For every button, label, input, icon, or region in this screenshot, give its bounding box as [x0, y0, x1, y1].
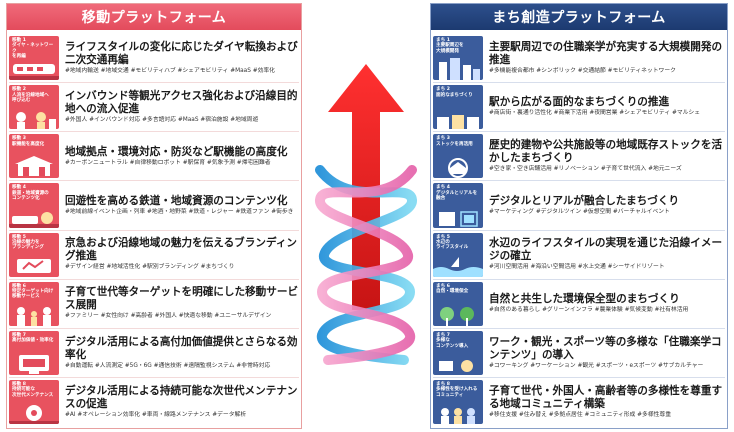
item-tags: #多機能複合都市 #シンボリック #交通結節 #モビリティネットワーク — [489, 67, 676, 74]
item-tags: #商店街・裏通り活性化 #商業下活用 #夜間営業 #シェアモビリティ #マルシェ — [489, 110, 701, 117]
item-tags: #自動運転 #人流測定 #5G・6G #通信技術 #遠隔監視システム #非常時対… — [65, 362, 271, 369]
town-creation-platform-header: まち創造プラットフォーム — [431, 4, 727, 30]
item-tags: #空き家・空き店舗活用 #リノベーション #子育て世代流入 #地元ニーズ — [489, 166, 682, 173]
item-title: 地域拠点・環境対応・防災など駅機能の高度化 — [65, 145, 288, 158]
item-title: デジタル活用による持続可能な次世代メンテナンスの促進 — [65, 384, 298, 410]
item-tags: #AI #オペレーション効率化 #車両・線路メンテナンス #データ解析 — [65, 411, 247, 418]
item-title: デジタルとリアルが融合したまちづくり — [489, 194, 680, 207]
item-title: 駅から広がる面的なまちづくりの推進 — [489, 96, 670, 109]
item-title: 水辺のライフスタイルの実現を通じた沿線イメージの確立 — [489, 237, 723, 263]
item-title: 回遊性を高める鉄道・地域資源のコンテンツ化 — [65, 194, 288, 207]
item-tags: #ファミリー #女性向け #高齢者 #外国人 #快適な移動 #ユニーサルデザイン — [65, 313, 272, 320]
item-tags: #カーボンニュートラル #自律移動ロボット #駅保育 #気象予測 #帰宅困難者 — [65, 159, 271, 166]
item-tags: #地域内輸送 #地域交通 #モビリティハブ #シェアモビリティ #MaaS #効… — [65, 67, 275, 74]
spiral-ribbon-icon — [315, 165, 417, 365]
item-tags: #デザイン経営 #地域活性化 #駅別ブランディング #まちづくり — [65, 264, 235, 271]
item-title: 歴史的建物や公共施設等の地域既存ストックを活かしたまちづくり — [489, 139, 723, 165]
item-tags: #コワーキング #ワーケーション #観光 #スポーツ・eスポーツ #サブカルチャ… — [489, 362, 704, 369]
upward-arrow-spiral — [315, 64, 417, 365]
mobility-platform-header: 移動プラットフォーム — [7, 4, 301, 30]
item-tags: #マーケティング #デジタルツイン #仮想空間 #バーチャルイベント — [489, 208, 670, 215]
item-title: 子育て世代等ターゲットを明確にした移動サービス展開 — [65, 286, 299, 312]
item-title: 子育て世代・外国人・高齢者等の多様性を尊重する地域コミュニティ構築 — [489, 384, 723, 410]
item-title: デジタル活用による高付加価値提供とさらなる効率化 — [65, 335, 298, 361]
item-tags: #地域前線イベント企画・列車 #地酒・地野菜 #鉄道・レジャー #鉄道ファン #… — [65, 208, 294, 215]
item-tags: #移住支援 #住み替え #多拠点居住 #コミュニティ形成 #多様性尊重 — [489, 411, 672, 418]
item-title: 自然と共生した環境保全型のまちづくり — [489, 292, 680, 305]
item-title: 京急および沿線地域の魅力を伝えるブランディング推進 — [65, 237, 298, 263]
item-title: インバウンド等観光アクセス強化および沿線目的地への流入促進 — [65, 89, 298, 115]
item-tags: #河川空間活用 #海沿い空間活用 #水上交通 #シーサイドリゾート — [489, 264, 665, 271]
item-title: ライフスタイルの変化に応じたダイヤ転換および二次交通再編 — [65, 40, 298, 66]
item-title: 主要駅周辺での住職楽学が充実する大規模開発の推進 — [489, 40, 723, 66]
item-title: ワーク・観光・スポーツ等の多様な「住職楽学コンテンツ」の導入 — [489, 335, 722, 361]
item-tags: #自然のある暮らし #グリーンインフラ #農業体験 #気候変動 #社有林活用 — [489, 306, 689, 313]
arrow-up-icon — [328, 64, 404, 310]
item-tags: #外国人 #インバウンド対応 #多言語対応 #MaaS #宿泊施設 #地域周遊 — [65, 116, 259, 123]
